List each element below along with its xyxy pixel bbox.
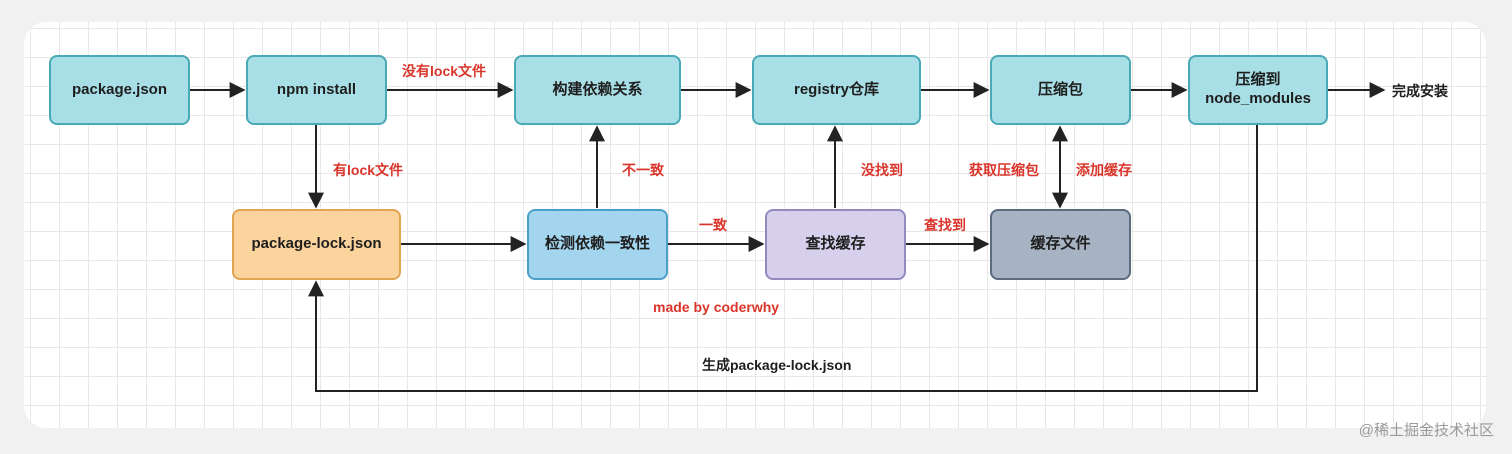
watermark: @稀土掘金技术社区 (1358, 422, 1494, 439)
label-consistent: 一致 (699, 217, 727, 233)
node-npm-install: npm install (246, 55, 387, 125)
label-add-cache: 添加缓存 (1076, 162, 1132, 178)
label-generate-lock: 生成package-lock.json (702, 357, 852, 373)
label-made-by: made by coderwhy (653, 299, 780, 315)
label-inconsistent: 不一致 (622, 162, 664, 178)
node-package-json: package.json (49, 55, 190, 125)
label-complete-install: 完成安装 (1392, 83, 1448, 99)
node-compressed-package: 压缩包 (990, 55, 1131, 125)
node-cache-files: 缓存文件 (990, 209, 1131, 280)
node-to-node-modules: 压缩到 node_modules (1188, 55, 1328, 125)
label-no-lock: 没有lock文件 (402, 63, 487, 79)
node-check-consistency: 检测依赖一致性 (527, 209, 668, 280)
node-build-deps: 构建依赖关系 (514, 55, 681, 125)
label-get-package: 获取压缩包 (969, 162, 1039, 178)
node-package-lock: package-lock.json (232, 209, 401, 280)
node-registry: registry仓库 (752, 55, 921, 125)
edge-modules-to-lock-generate (308, 125, 1258, 392)
label-found: 查找到 (924, 217, 966, 233)
node-find-cache: 查找缓存 (765, 209, 906, 280)
label-not-found: 没找到 (861, 162, 903, 178)
label-has-lock: 有lock文件 (333, 162, 404, 178)
